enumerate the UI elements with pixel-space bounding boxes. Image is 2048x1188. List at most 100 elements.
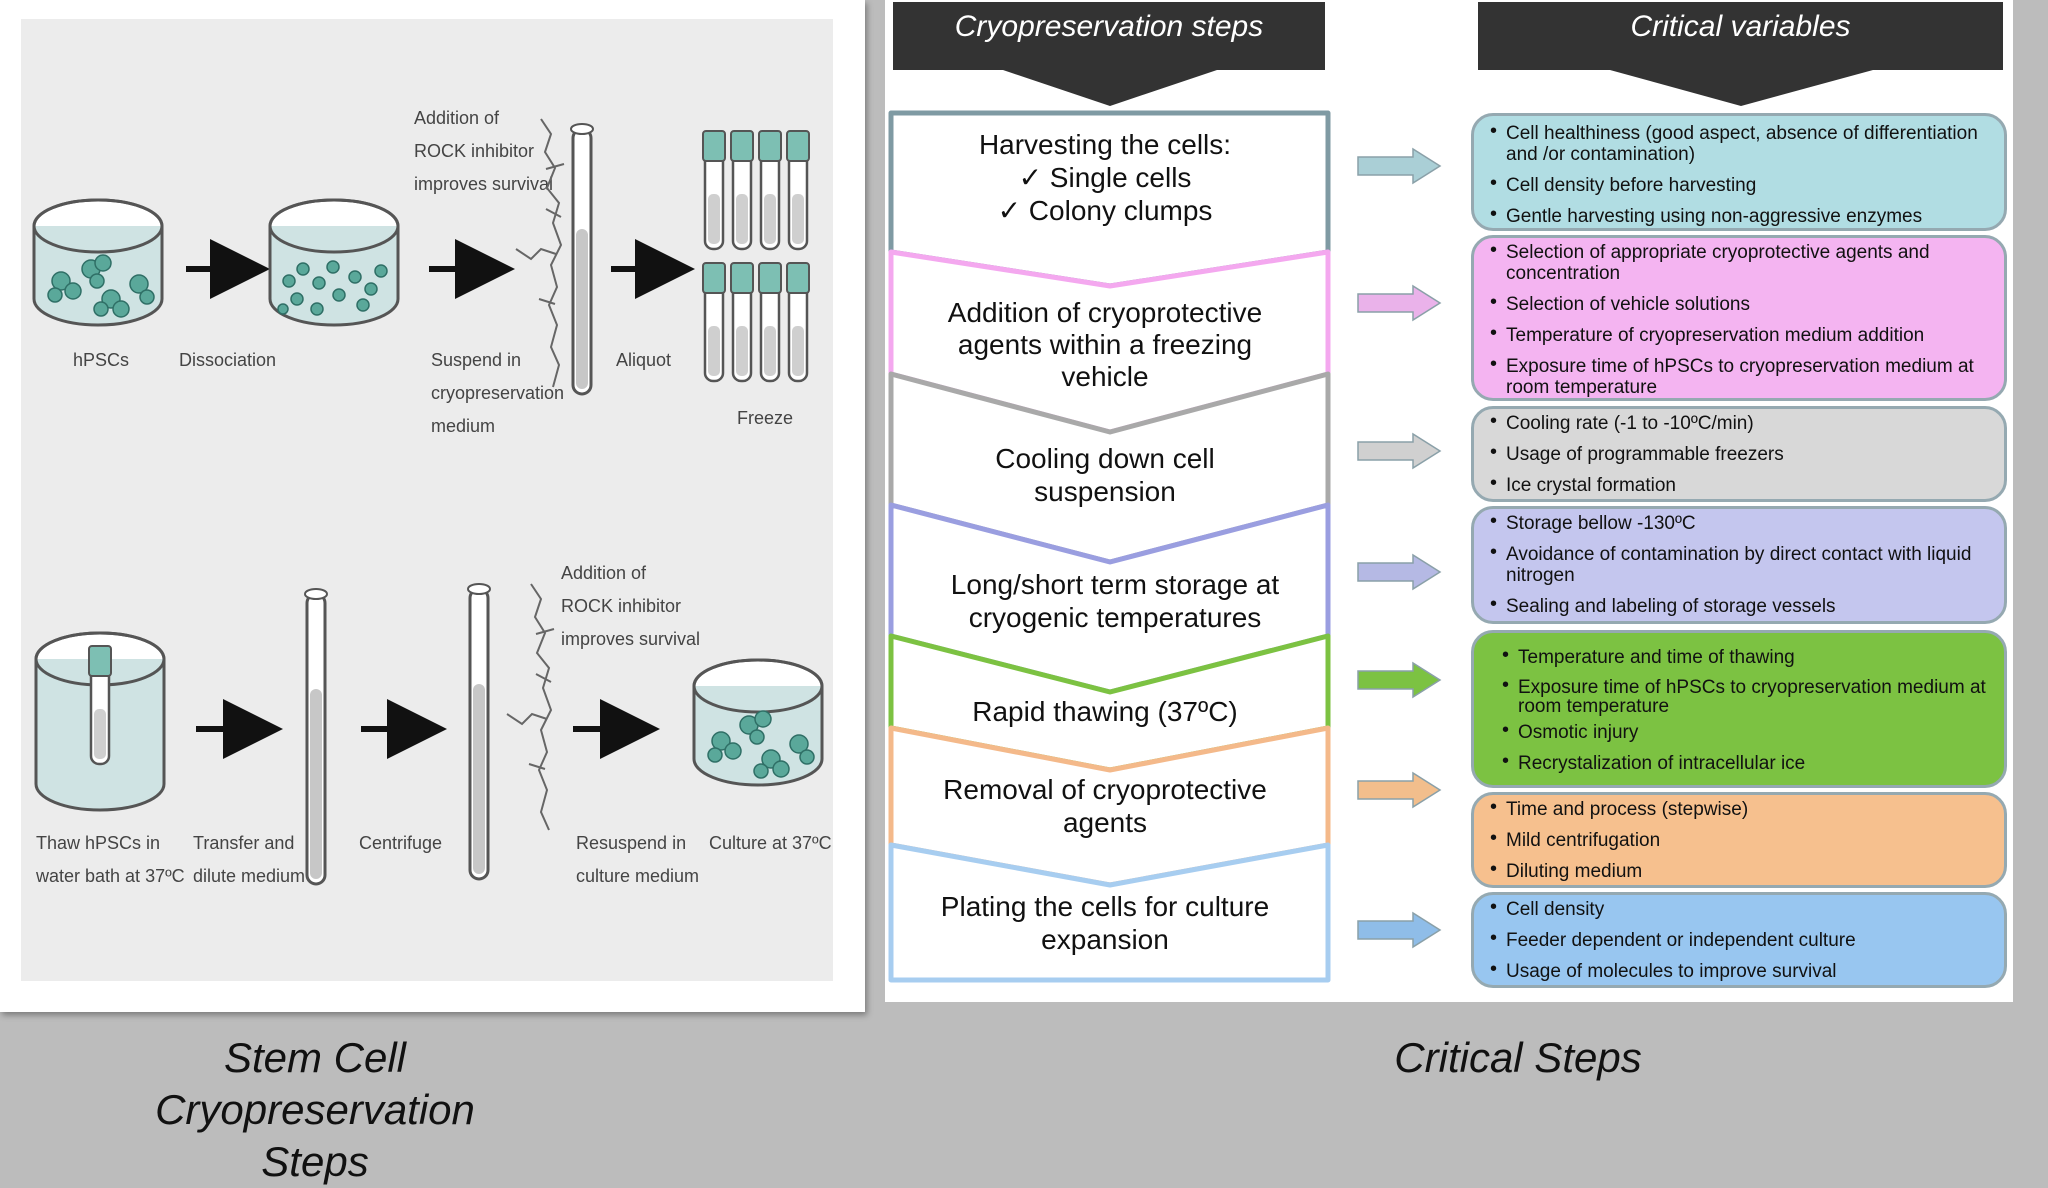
label-culture: Culture at 37ºC: [709, 833, 832, 853]
variable-item: Selection of appropriate cryoprotective …: [1488, 240, 1990, 284]
step-chevron: [888, 842, 1331, 983]
step-text-line: Harvesting the cells:: [978, 129, 1232, 160]
variable-item: Usage of molecules to improve survival: [1488, 959, 1990, 982]
label-rock-line1: Addition of: [414, 108, 500, 128]
step-cryoprotective: Addition of cryoprotective agents within…: [885, 297, 1325, 393]
variable-item: Cooling rate (-1 to -10ºC/min): [1488, 411, 1990, 434]
step-text-line: Long/short term storage at: [950, 569, 1280, 600]
label-rock-line1: Addition of: [561, 563, 647, 583]
variable-item: Avoidance of contamination by direct con…: [1488, 542, 1990, 586]
variable-item: Temperature of cryopreservation medium a…: [1488, 323, 1990, 346]
right-arrow-icon: [1357, 284, 1442, 322]
test-tube-icon: [467, 583, 491, 881]
variable-item: Ice crystal formation: [1488, 473, 1990, 496]
step-text-line: agents: [1062, 807, 1148, 838]
label-dissociation: Dissociation: [179, 350, 276, 370]
label-rock-line2: ROCK inhibitor: [414, 141, 534, 161]
header-arrow: [1003, 70, 1217, 106]
culture-dish-icon: [32, 198, 164, 327]
variables-thawing: Temperature and time of thawing Exposure…: [1471, 630, 2007, 788]
variable-item: Selection of vehicle solutions: [1488, 292, 1990, 315]
label-rock-line3: improves survival: [561, 629, 700, 649]
test-tube-icon: [570, 123, 594, 396]
variable-item: Storage bellow -130ºC: [1488, 511, 1990, 534]
step-text-line: ✓ Colony clumps: [997, 195, 1213, 226]
step-cooling: Cooling down cell suspension: [885, 442, 1325, 508]
cryovial-rack-icon: [701, 129, 811, 383]
variables-cryoprotective: Selection of appropriate cryoprotective …: [1471, 235, 2007, 401]
variable-item: Osmotic injury: [1500, 720, 1990, 743]
label-transfer-line2: dilute medium: [193, 866, 305, 886]
step-plating: Plating the cells for culture expansion: [885, 890, 1325, 956]
header-arrow: [1610, 70, 1873, 106]
step-text-line: Cooling down cell: [995, 443, 1215, 474]
right-arrow-icon: [1357, 911, 1442, 949]
step-text-line: vehicle: [1061, 361, 1149, 392]
label-suspend-line2: cryopreservation: [431, 383, 564, 403]
variables-header: Critical variables: [1478, 2, 2003, 70]
variable-item: Temperature and time of thawing: [1500, 645, 1990, 668]
protocol-figure: hPSCs Dissociation Addition of ROCK inhi…: [21, 19, 833, 981]
step-thawing: Rapid thawing (37ºC): [885, 695, 1325, 728]
variable-item: Time and process (stepwise): [1488, 797, 1990, 820]
variable-item: Recrystalization of intracellular ice: [1500, 751, 1990, 774]
rock-inhibitor-molecule-icon: [515, 118, 565, 388]
right-arrow-icon: [1357, 771, 1442, 809]
caption-left-line: Stem Cell: [223, 1034, 407, 1081]
steps-header-title: Cryopreservation steps: [954, 10, 1264, 43]
caption-left-line: Cryopreservation: [155, 1086, 475, 1133]
label-freeze: Freeze: [737, 408, 793, 428]
variables-cooling: Cooling rate (-1 to -10ºC/min) Usage of …: [1471, 406, 2007, 502]
critical-steps-panel: Cryopreservation steps Critical variable…: [885, 0, 2013, 1002]
step-text-line: Plating the cells for culture: [940, 891, 1270, 922]
label-resuspend-line1: Resuspend in: [576, 833, 686, 853]
variable-item: Cell density before harvesting: [1488, 173, 1990, 196]
caption-left: Stem Cell Cryopreservation Steps: [60, 1032, 570, 1188]
steps-header: Cryopreservation steps: [893, 2, 1325, 70]
step-text-line: expansion: [1041, 924, 1169, 955]
variable-item: Cell density: [1488, 897, 1990, 920]
step-text-line: cryogenic temperatures: [968, 602, 1262, 633]
step-text-line: suspension: [1034, 476, 1176, 507]
variables-header-title: Critical variables: [1630, 10, 1851, 43]
step-text-line: ✓ Single cells: [1018, 162, 1192, 193]
water-bath-icon: [34, 631, 166, 812]
protocol-illustration: hPSCs Dissociation Addition of ROCK inhi…: [32, 108, 832, 886]
caption-right: Critical Steps: [1394, 1034, 1642, 1081]
step-text-line: agents within a freezing: [957, 329, 1253, 360]
variable-item: Cell healthiness (good aspect, absence o…: [1488, 121, 1990, 165]
variable-item: Exposure time of hPSCs to cryopreservati…: [1488, 354, 1990, 398]
step-removal: Removal of cryoprotective agents: [885, 773, 1325, 839]
step-text-line: Rapid thawing (37ºC): [972, 696, 1238, 727]
variable-item: Gentle harvesting using non-aggressive e…: [1488, 204, 1990, 227]
variable-item: Mild centrifugation: [1488, 828, 1990, 851]
caption-left-line: Steps: [261, 1138, 369, 1185]
variables-removal: Time and process (stepwise) Mild centrif…: [1471, 792, 2007, 888]
label-rock-line3: improves survival: [414, 174, 553, 194]
variable-item: Feeder dependent or independent culture: [1488, 928, 1990, 951]
step-text-line: Removal of cryoprotective: [943, 774, 1267, 805]
protocol-figure-card: hPSCs Dissociation Addition of ROCK inhi…: [0, 0, 865, 1012]
side-arrows: [1357, 147, 1442, 949]
variable-item: Diluting medium: [1488, 859, 1990, 882]
right-arrow-icon: [1357, 553, 1442, 591]
label-suspend-line1: Suspend in: [431, 350, 521, 370]
variable-item: Exposure time of hPSCs to cryopreservati…: [1500, 676, 1990, 716]
label-hpscs: hPSCs: [73, 350, 129, 370]
step-harvesting: Harvesting the cells: ✓ Single cells ✓ C…: [885, 128, 1325, 227]
rock-inhibitor-molecule-icon: [506, 583, 555, 831]
label-centrifuge: Centrifuge: [359, 833, 442, 853]
step-storage: Long/short term storage at cryogenic tem…: [895, 568, 1335, 634]
right-arrow-icon: [1357, 147, 1442, 185]
step-chevrons: [888, 110, 1331, 983]
label-rock-line2: ROCK inhibitor: [561, 596, 681, 616]
culture-dish-icon: [268, 198, 400, 327]
variable-item: Sealing and labeling of storage vessels: [1488, 594, 1990, 617]
variables-harvesting: Cell healthiness (good aspect, absence o…: [1471, 113, 2007, 231]
label-aliquot: Aliquot: [616, 350, 671, 370]
label-suspend-line3: medium: [431, 416, 495, 436]
culture-dish-icon: [692, 658, 824, 787]
variables-storage: Storage bellow -130ºC Avoidance of conta…: [1471, 506, 2007, 624]
label-thaw-line1: Thaw hPSCs in: [36, 833, 160, 853]
variables-plating: Cell density Feeder dependent or indepen…: [1471, 892, 2007, 988]
